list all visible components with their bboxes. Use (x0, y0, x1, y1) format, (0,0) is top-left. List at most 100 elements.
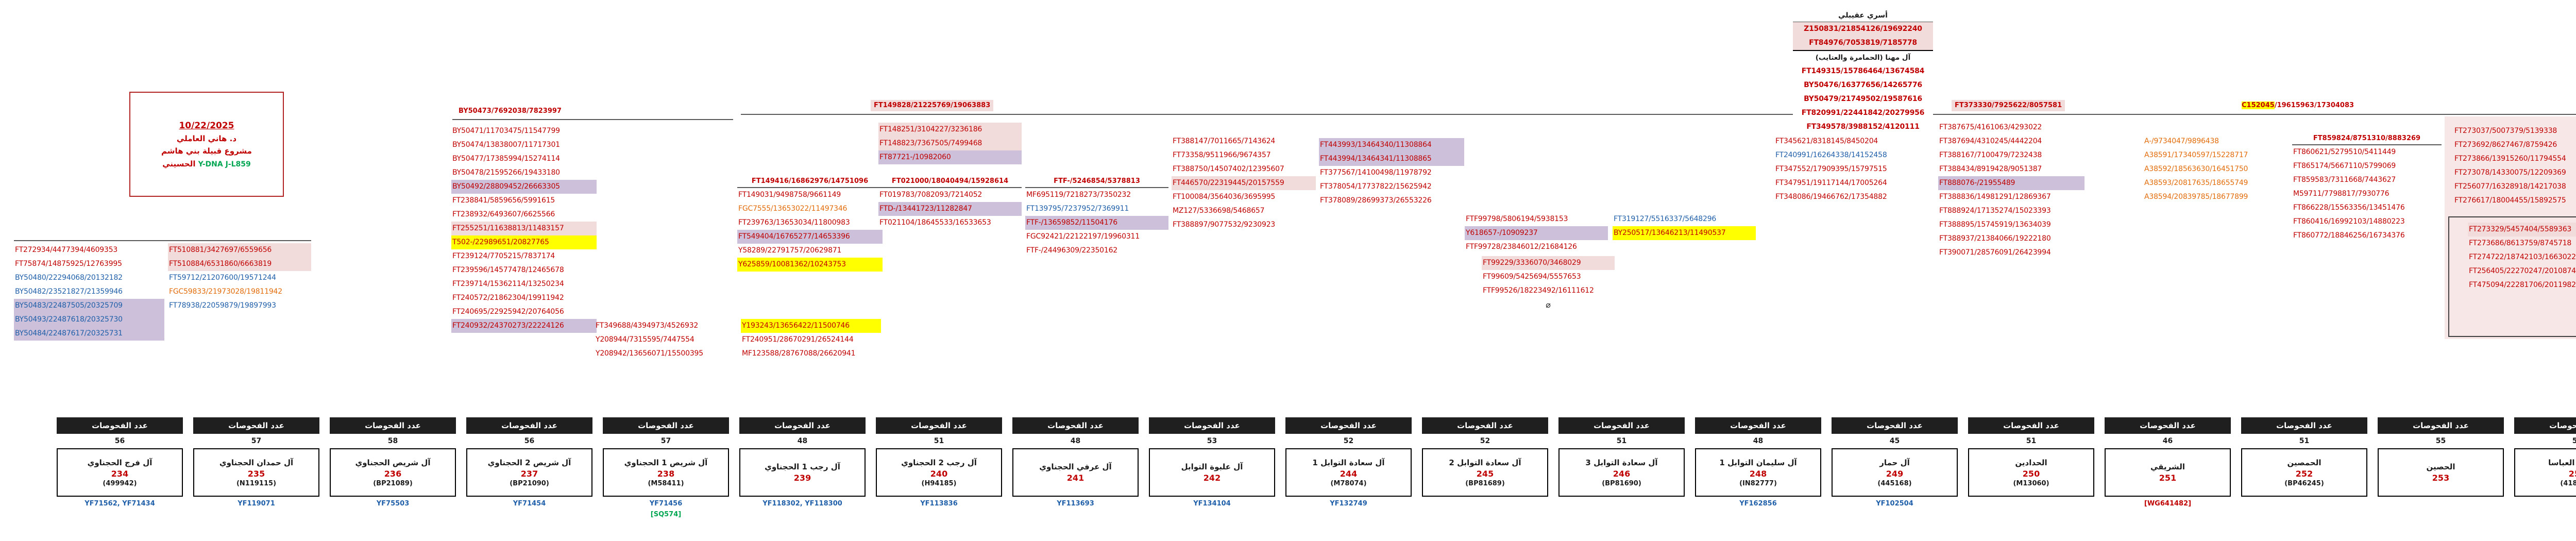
project-text: مشروع قبيلة بني هاشم (161, 146, 252, 156)
dna-id-row: FT240695/22925942/20764056 (452, 308, 564, 316)
clan-number: 242 (1203, 473, 1221, 483)
clan-name: آل بركة العباسا (2548, 458, 2576, 467)
top-block-title: أسري عقيبلي (1793, 9, 1933, 22)
tests-header: عدد الفحوصات (739, 417, 866, 434)
dna-id-row: FTF99798/5806194/5938153 (1466, 215, 1568, 223)
kit-code: (499942) (103, 479, 137, 487)
dna-id-row: Y618657-/10909237 (1465, 226, 1608, 240)
dna-id-row: FT99609/5425694/5557653 (1483, 273, 1581, 281)
tests-count: 48 (1070, 437, 1081, 445)
dna-id-row: FT255251/11638813/11483157 (451, 222, 597, 235)
dna-id-row: FT865174/5667110/5799069 (2293, 162, 2396, 170)
clan-number: 235 (247, 468, 265, 479)
dna-id-row: FT021104/18645533/16533653 (879, 218, 991, 227)
tests-count: 58 (387, 437, 398, 445)
clan-number: 252 (2295, 468, 2313, 479)
yfull-ids: YF113836 (920, 500, 958, 508)
dna-id-row: FT388897/9077532/9230923 (1173, 221, 1276, 229)
dna-id-row: MF695119/7218273/7350232 (1026, 191, 1131, 199)
dna-id-row: A38591/17340597/15228717 (2144, 151, 2248, 159)
clan-number: 239 (793, 473, 811, 483)
tests-header: عدد الفحوصات (193, 417, 319, 434)
tests-header: عدد الفحوصات (1285, 417, 1412, 434)
dna-id-row: BY50492/28809452/26663305 (451, 180, 597, 194)
dna-id-row: FT446570/22319445/20157559 (1172, 176, 1316, 190)
tests-count: 56 (114, 437, 125, 445)
dna-id-row: FT73358/9511966/9674357 (1173, 151, 1271, 159)
dna-id-row: FT510881/3427697/6559656 (168, 243, 311, 257)
clan-name-box: آل بركة العباسا254(418941) (2514, 448, 2576, 497)
tests-header: عدد الفحوصات (466, 417, 592, 434)
clan-name: آل شريص الحجناوي (355, 458, 431, 467)
tests-count: 46 (2162, 437, 2173, 445)
tests-count: 52 (1343, 437, 1354, 445)
dna-id-row: FT272934/4477394/4609353 (15, 246, 118, 254)
tests-header: عدد الفحوصات (1695, 417, 1821, 434)
note-code: [WG641482] (2144, 500, 2192, 508)
dna-id-row: FT345621/8318145/8450204 (1775, 137, 1878, 145)
tests-header: عدد الفحوصات (2241, 417, 2367, 434)
top-block-subtitle: آل مهنا (الحمامرة والعتايب) (1793, 50, 1933, 64)
dna-id-row: FT274722/18742103/16630222 (2469, 253, 2576, 261)
kit-code: (H94185) (921, 479, 957, 487)
tests-header: عدد الفحوصات (2105, 417, 2231, 434)
dna-id-row: BY50479/21749502/19587616 (1804, 95, 1922, 103)
clan-name: آل فرج الحجناوي (87, 458, 152, 467)
dna-id-row: FT377567/14100498/11978792 (1320, 168, 1432, 177)
dna-id-row: MF123588/28767088/26620941 (742, 349, 856, 358)
kit-code: (BP21089) (373, 479, 413, 487)
connector-label: FT373330/7925622/8057581 (1952, 100, 2065, 111)
connector-label: C152045/19615963/17304083 (2239, 100, 2357, 111)
yfull-ids: YF71562, YF71434 (84, 500, 155, 508)
tests-header: عدد الفحوصات (1968, 417, 2094, 434)
connector-label: FT149828/21225769/19063883 (871, 100, 994, 111)
clan-name: الحمصين (2287, 458, 2321, 467)
dna-id-row: FT378054/17737822/15625942 (1320, 182, 1432, 191)
dna-id-row: Z150831/21854126/19692240 (1793, 22, 1933, 36)
dna-id-row: FT239596/14577478/12465678 (452, 266, 564, 274)
dna-id-row: A38592/18563630/16451750 (2144, 165, 2248, 173)
kit-code: (M78074) (1330, 479, 1367, 487)
dna-id-row: FT78938/22059879/19897993 (169, 301, 276, 310)
dna-id-row: FT019783/7082093/7214052 (879, 191, 982, 199)
connector-line (2291, 114, 2576, 115)
clan-column: عدد الفحوصات54آل بركة العباسا254(418941) (2514, 417, 2576, 497)
dna-id-row: FT148823/7367505/7499468 (878, 137, 1022, 150)
dna-id-row: BY50482/23521827/21359946 (15, 288, 123, 296)
dna-id-row: FTF99728/23846012/21684126 (1466, 243, 1577, 251)
yfull-ids: YF71456 (649, 500, 683, 508)
dna-id-row: FT387675/4161063/4293022 (1939, 123, 2042, 131)
dna-id-row: FT390071/28576091/26423994 (1939, 248, 2051, 257)
kit-code: (418941) (2560, 479, 2576, 487)
tests-count: 48 (797, 437, 808, 445)
dna-id-row: FT273692/8627467/8759426 (2454, 141, 2557, 149)
clan-number: 244 (1340, 468, 1358, 479)
dna-id-row: MZ127/5336698/5468657 (1173, 207, 1265, 215)
haplogroup-text: Y-DNA J-L859 (198, 160, 251, 168)
clan-name: الشريقي (2150, 462, 2185, 471)
